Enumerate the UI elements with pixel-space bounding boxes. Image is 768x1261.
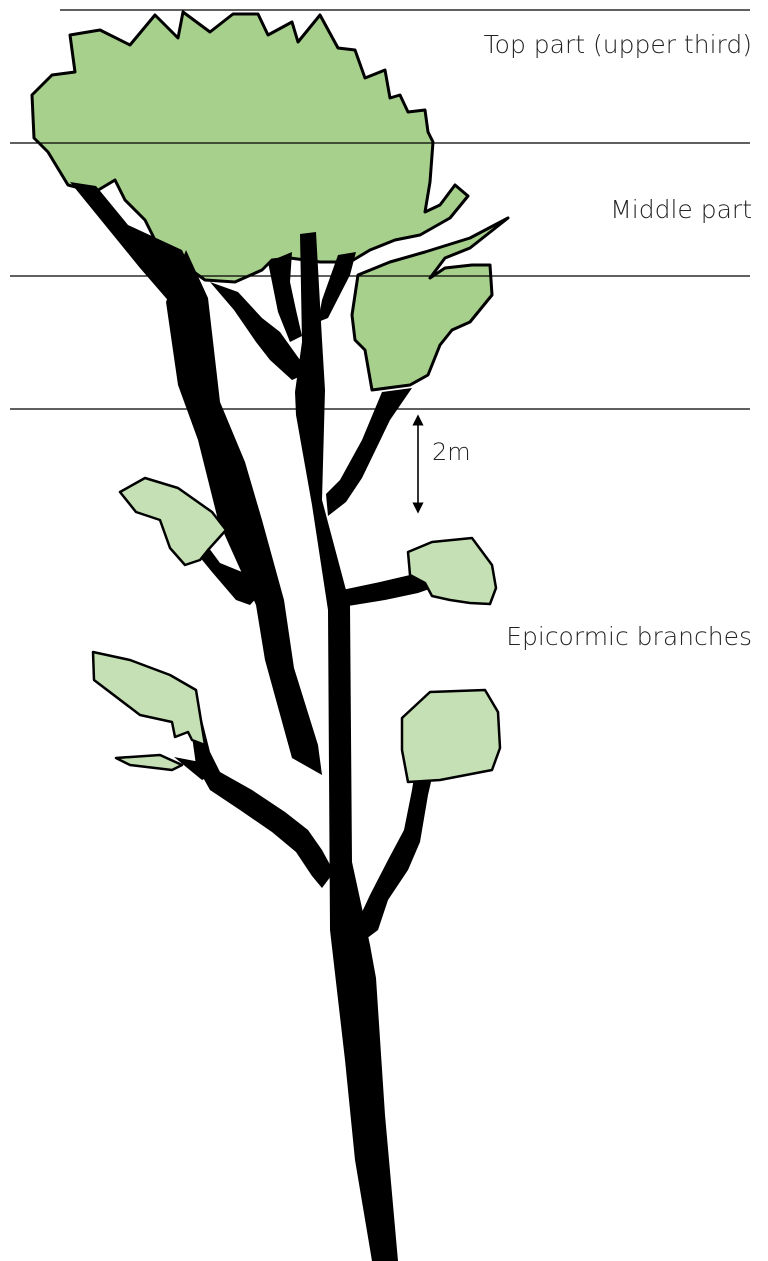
epicormic-leaf-upper-right: [408, 538, 496, 604]
distance-label: 2m: [432, 440, 471, 464]
upper-right-branch: [326, 388, 412, 516]
crown-main: [32, 12, 468, 282]
middle-part-label: Middle part: [610, 197, 752, 222]
epicormic-leaf-lower-left-small: [116, 755, 182, 770]
epicormic-leaf-lower-right: [402, 690, 500, 782]
epicormic-branches-label: Epicormic branches: [506, 624, 752, 649]
top-part-label: Top part (upper third): [484, 32, 752, 57]
epicormic-leaf-lower-left: [93, 652, 205, 745]
